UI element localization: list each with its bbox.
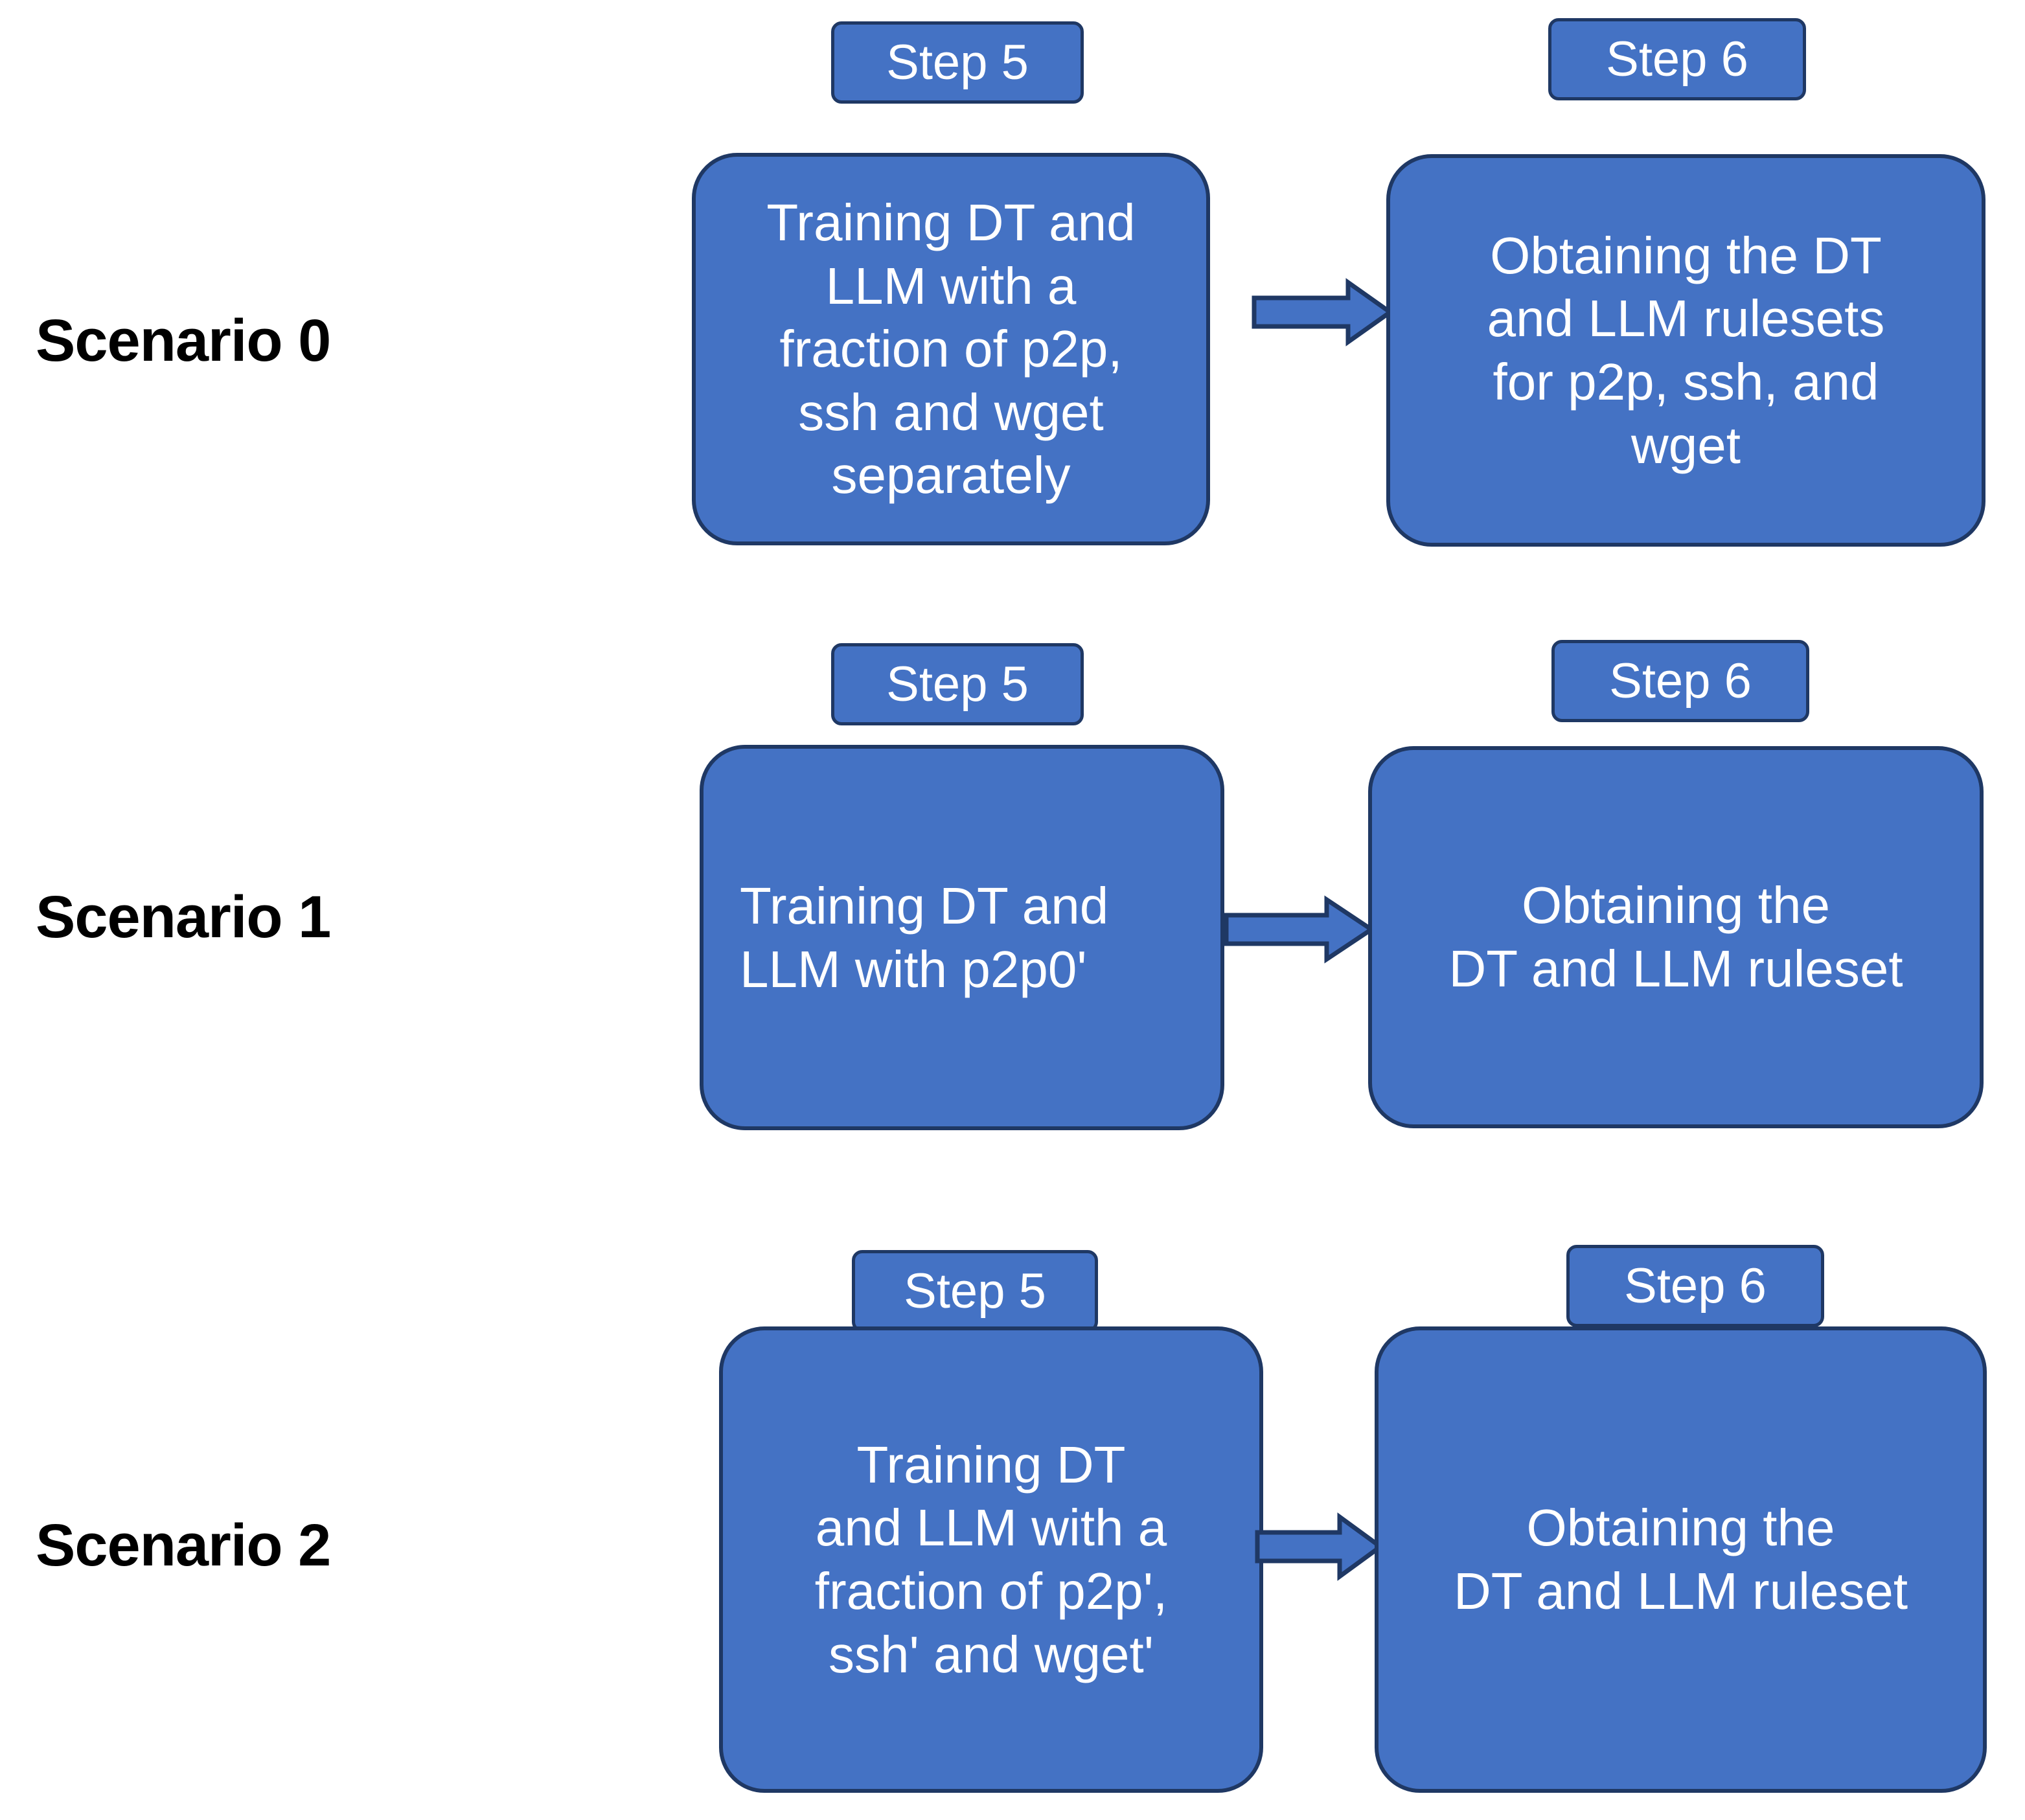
process-box-row0-left[interactable]: Training DT and LLM with a fraction of p…: [692, 153, 1210, 545]
step-badge-row2-right: Step 6: [1566, 1245, 1824, 1327]
flow-arrow-row0: [1252, 278, 1395, 347]
arrow-right-icon: [1255, 1512, 1384, 1581]
step-badge-row0-right: Step 6: [1548, 18, 1806, 100]
process-box-row2-right-text: Obtaining the DT and LLM ruleset: [1453, 1499, 1908, 1620]
flow-arrow-row1: [1224, 895, 1376, 964]
scenario-label-1: Scenario 1: [36, 884, 331, 950]
step-badge-row2-left: Step 5: [852, 1250, 1098, 1332]
flow-arrow-row2: [1255, 1512, 1384, 1581]
process-box-row2-right[interactable]: Obtaining the DT and LLM ruleset: [1375, 1326, 1987, 1793]
process-box-row0-right[interactable]: Obtaining the DT and LLM rulesets for p2…: [1386, 154, 1985, 547]
process-box-row2-left[interactable]: Training DT and LLM with a fraction of p…: [719, 1326, 1263, 1793]
process-box-row2-left-text: Training DT and LLM with a fraction of p…: [814, 1435, 1168, 1683]
scenario-label-0: Scenario 0: [36, 308, 331, 374]
process-box-row1-right[interactable]: Obtaining the DT and LLM ruleset: [1368, 746, 1984, 1128]
process-box-row1-left[interactable]: Training DT and LLM with p2p0': [700, 745, 1224, 1130]
process-box-row1-left-text: Training DT and LLM with p2p0': [740, 876, 1109, 998]
process-box-row1-right-text: Obtaining the DT and LLM ruleset: [1448, 876, 1903, 997]
process-box-row0-right-text: Obtaining the DT and LLM rulesets for p2…: [1487, 226, 1885, 474]
arrow-right-icon: [1252, 278, 1395, 347]
scenario-label-2: Scenario 2: [36, 1512, 331, 1578]
process-box-row0-left-text: Training DT and LLM with a fraction of p…: [766, 194, 1136, 505]
step-badge-row1-left: Step 5: [831, 643, 1084, 725]
step-badge-row0-left: Step 5: [831, 21, 1084, 104]
step-badge-row1-right: Step 6: [1551, 640, 1809, 722]
arrow-right-icon: [1224, 895, 1376, 964]
